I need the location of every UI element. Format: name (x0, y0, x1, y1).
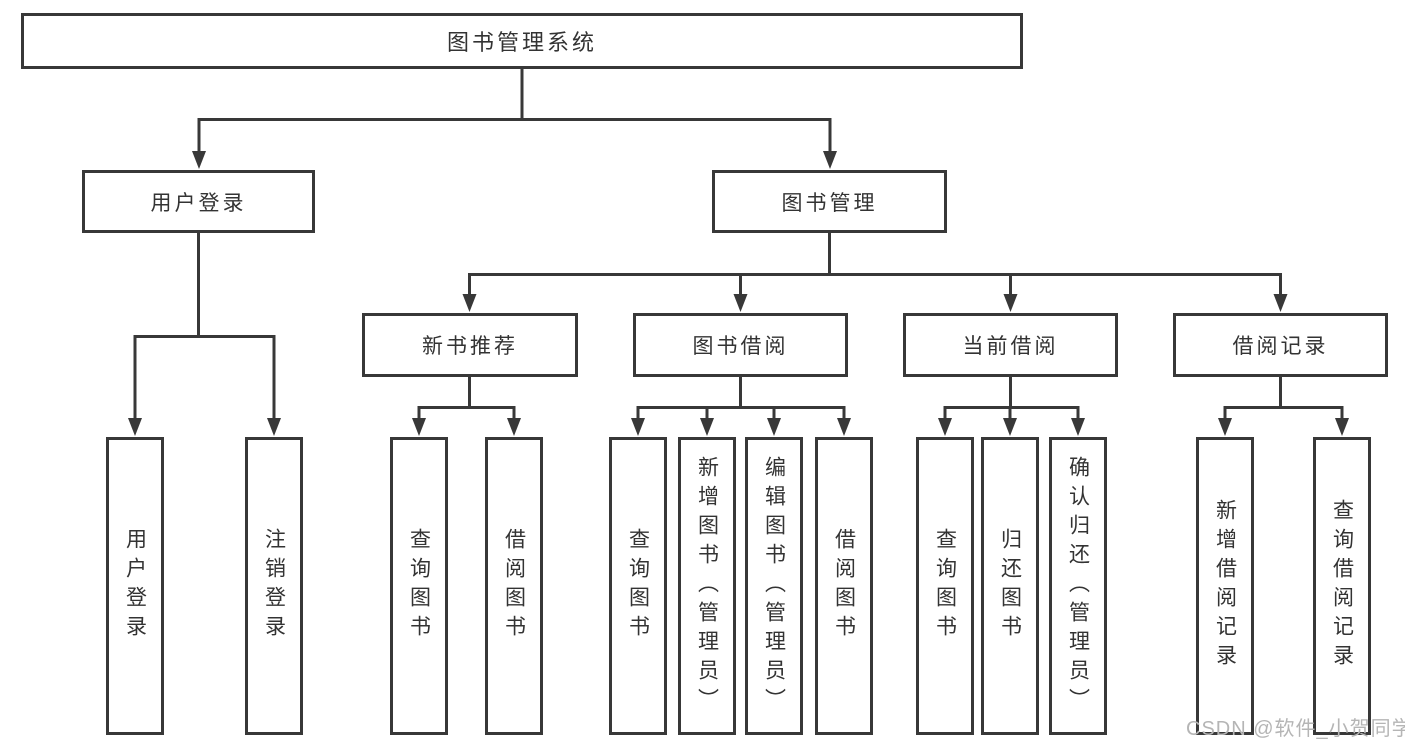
leaf-user-login-label: 用户登录 (123, 528, 147, 644)
node-book-management: 图书管理 (712, 170, 947, 233)
leaf-edit-books-admin-label: 编辑图书（管理员） (762, 455, 786, 717)
node-user-login: 用户登录 (82, 170, 315, 233)
leaf-add-books-admin-label: 新增图书（管理员） (695, 455, 719, 717)
leaf-logout-label: 注销登录 (262, 528, 286, 644)
leaf-edit-books-admin: 编辑图书（管理员） (745, 437, 803, 735)
leaf-add-books-admin: 新增图书（管理员） (678, 437, 736, 735)
leaf-logout: 注销登录 (245, 437, 303, 735)
leaf-query-books-recommend: 查询图书 (390, 437, 448, 735)
node-current-borrowing-label: 当前借阅 (962, 335, 1059, 358)
node-new-book-recommend: 新书推荐 (362, 313, 578, 377)
leaf-confirm-return-admin: 确认归还（管理员） (1049, 437, 1107, 735)
leaf-user-login: 用户登录 (106, 437, 164, 735)
arrowhead-icons (128, 151, 1349, 436)
node-root-label: 图书管理系统 (446, 30, 597, 55)
node-book-borrowing-label: 图书借阅 (692, 335, 789, 358)
leaf-borrow-books-label: 借阅图书 (832, 528, 856, 644)
leaf-borrow-books-recommend-label: 借阅图书 (502, 528, 526, 644)
leaf-query-books-borrowing-label: 查询图书 (626, 528, 650, 644)
watermark: CSDN @软件_小贺同学 (1186, 718, 1405, 740)
leaf-query-books-recommend-label: 查询图书 (407, 528, 431, 644)
leaf-query-borrow-record: 查询借阅记录 (1313, 437, 1371, 735)
node-new-book-recommend-label: 新书推荐 (422, 335, 518, 358)
node-borrowing-records: 借阅记录 (1173, 313, 1388, 377)
node-current-borrowing: 当前借阅 (903, 313, 1118, 377)
leaf-confirm-return-admin-label: 确认归还（管理员） (1066, 455, 1090, 717)
node-root: 图书管理系统 (21, 13, 1023, 69)
leaf-query-books-current: 查询图书 (916, 437, 974, 735)
leaf-borrow-books-recommend: 借阅图书 (485, 437, 543, 735)
node-borrowing-records-label: 借阅记录 (1232, 335, 1329, 358)
leaf-query-books-borrowing: 查询图书 (609, 437, 667, 735)
leaf-return-books: 归还图书 (981, 437, 1039, 735)
leaf-add-borrow-record: 新增借阅记录 (1196, 437, 1254, 735)
node-book-borrowing: 图书借阅 (633, 313, 848, 377)
node-user-login-label: 用户登录 (150, 191, 247, 215)
leaf-borrow-books: 借阅图书 (815, 437, 873, 735)
leaf-query-borrow-record-label: 查询借阅记录 (1330, 499, 1354, 673)
leaf-query-books-current-label: 查询图书 (933, 528, 957, 644)
leaf-return-books-label: 归还图书 (998, 528, 1022, 644)
node-book-management-label: 图书管理 (781, 191, 878, 215)
leaf-add-borrow-record-label: 新增借阅记录 (1213, 499, 1237, 673)
